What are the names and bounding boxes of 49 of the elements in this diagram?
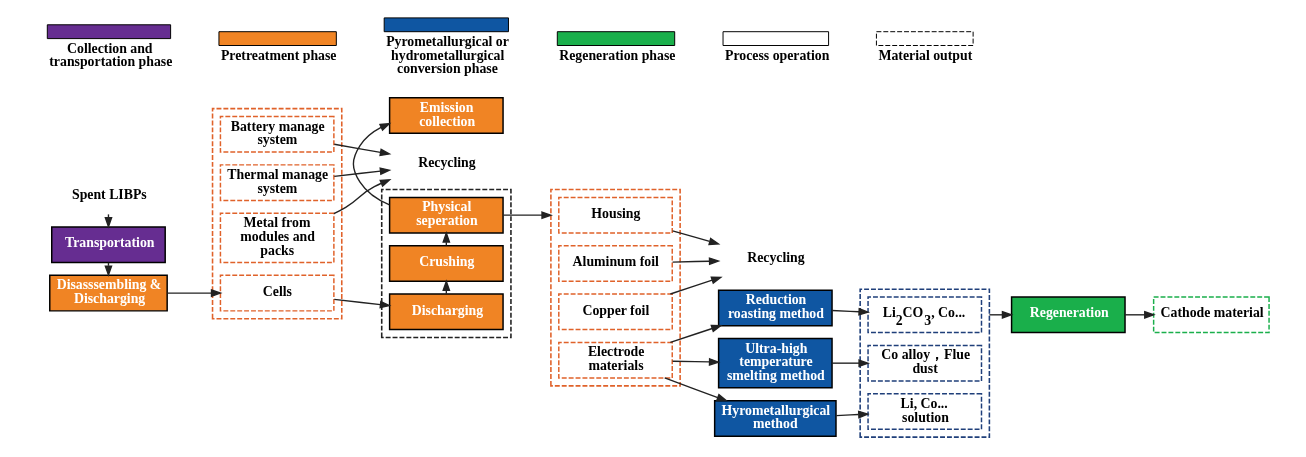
arrow [831, 307, 871, 316]
legend-label: Regeneration phase [559, 47, 676, 63]
arrow [333, 179, 392, 215]
arrow [835, 410, 870, 419]
arrow [988, 310, 1014, 319]
legend-label: Pyrometallurgical or hydrometallurgical conversion phase [386, 33, 509, 77]
legend-label: Material output [878, 47, 973, 63]
node-box: Li, Co... solution [867, 393, 983, 430]
arrow [669, 324, 723, 344]
arrow [671, 357, 721, 366]
node-box: Housing [558, 196, 673, 234]
arrow [352, 122, 392, 206]
arrow [333, 143, 392, 157]
node-box: Disasssembling & Discharging [49, 274, 168, 312]
node-box: Copper foil [558, 293, 673, 331]
legend-label: Collection and transportation phase [49, 40, 173, 70]
node-box: Physical seperation [388, 196, 504, 234]
node-box: Regeneration [1010, 296, 1126, 334]
node-text: Recycling [747, 250, 805, 266]
node-box: Aluminum foil [558, 245, 673, 282]
arrow [333, 167, 392, 178]
node-box: Electrode materials [558, 341, 673, 379]
node-box: Co alloy，Flue dust [867, 344, 983, 382]
arrow [502, 211, 553, 220]
node-box: Crushing [388, 245, 504, 282]
legend-label: Pretreatment phase [220, 47, 337, 63]
arrow [664, 377, 729, 402]
node-box: Transportation [51, 226, 166, 264]
arrow [671, 230, 721, 246]
legend-label: Process operation [725, 47, 830, 63]
arrow [333, 298, 392, 309]
node-box: Cells [219, 274, 335, 312]
node-box: Thermal manage system [219, 164, 335, 202]
arrow [166, 289, 223, 298]
arrow [671, 257, 721, 266]
node-box: Emission collection [388, 97, 504, 135]
node-box: Discharging [388, 293, 504, 331]
node-text: Recycling [418, 154, 476, 170]
arrow [831, 359, 871, 368]
arrow [1124, 310, 1156, 319]
node-box: Reduction roasting method [717, 289, 833, 327]
node-box: Hyrometallurgical method [713, 399, 837, 437]
node-text: Spent LIBPs [71, 187, 147, 203]
node-box: Metal from modules and packs [219, 212, 335, 264]
cluster [550, 188, 681, 387]
node-box: Cathode material [1152, 296, 1270, 334]
arrow [669, 276, 723, 295]
node-box: Ultra-high temperature smelting method [717, 337, 833, 389]
node-box: Battery manage system [219, 115, 335, 153]
